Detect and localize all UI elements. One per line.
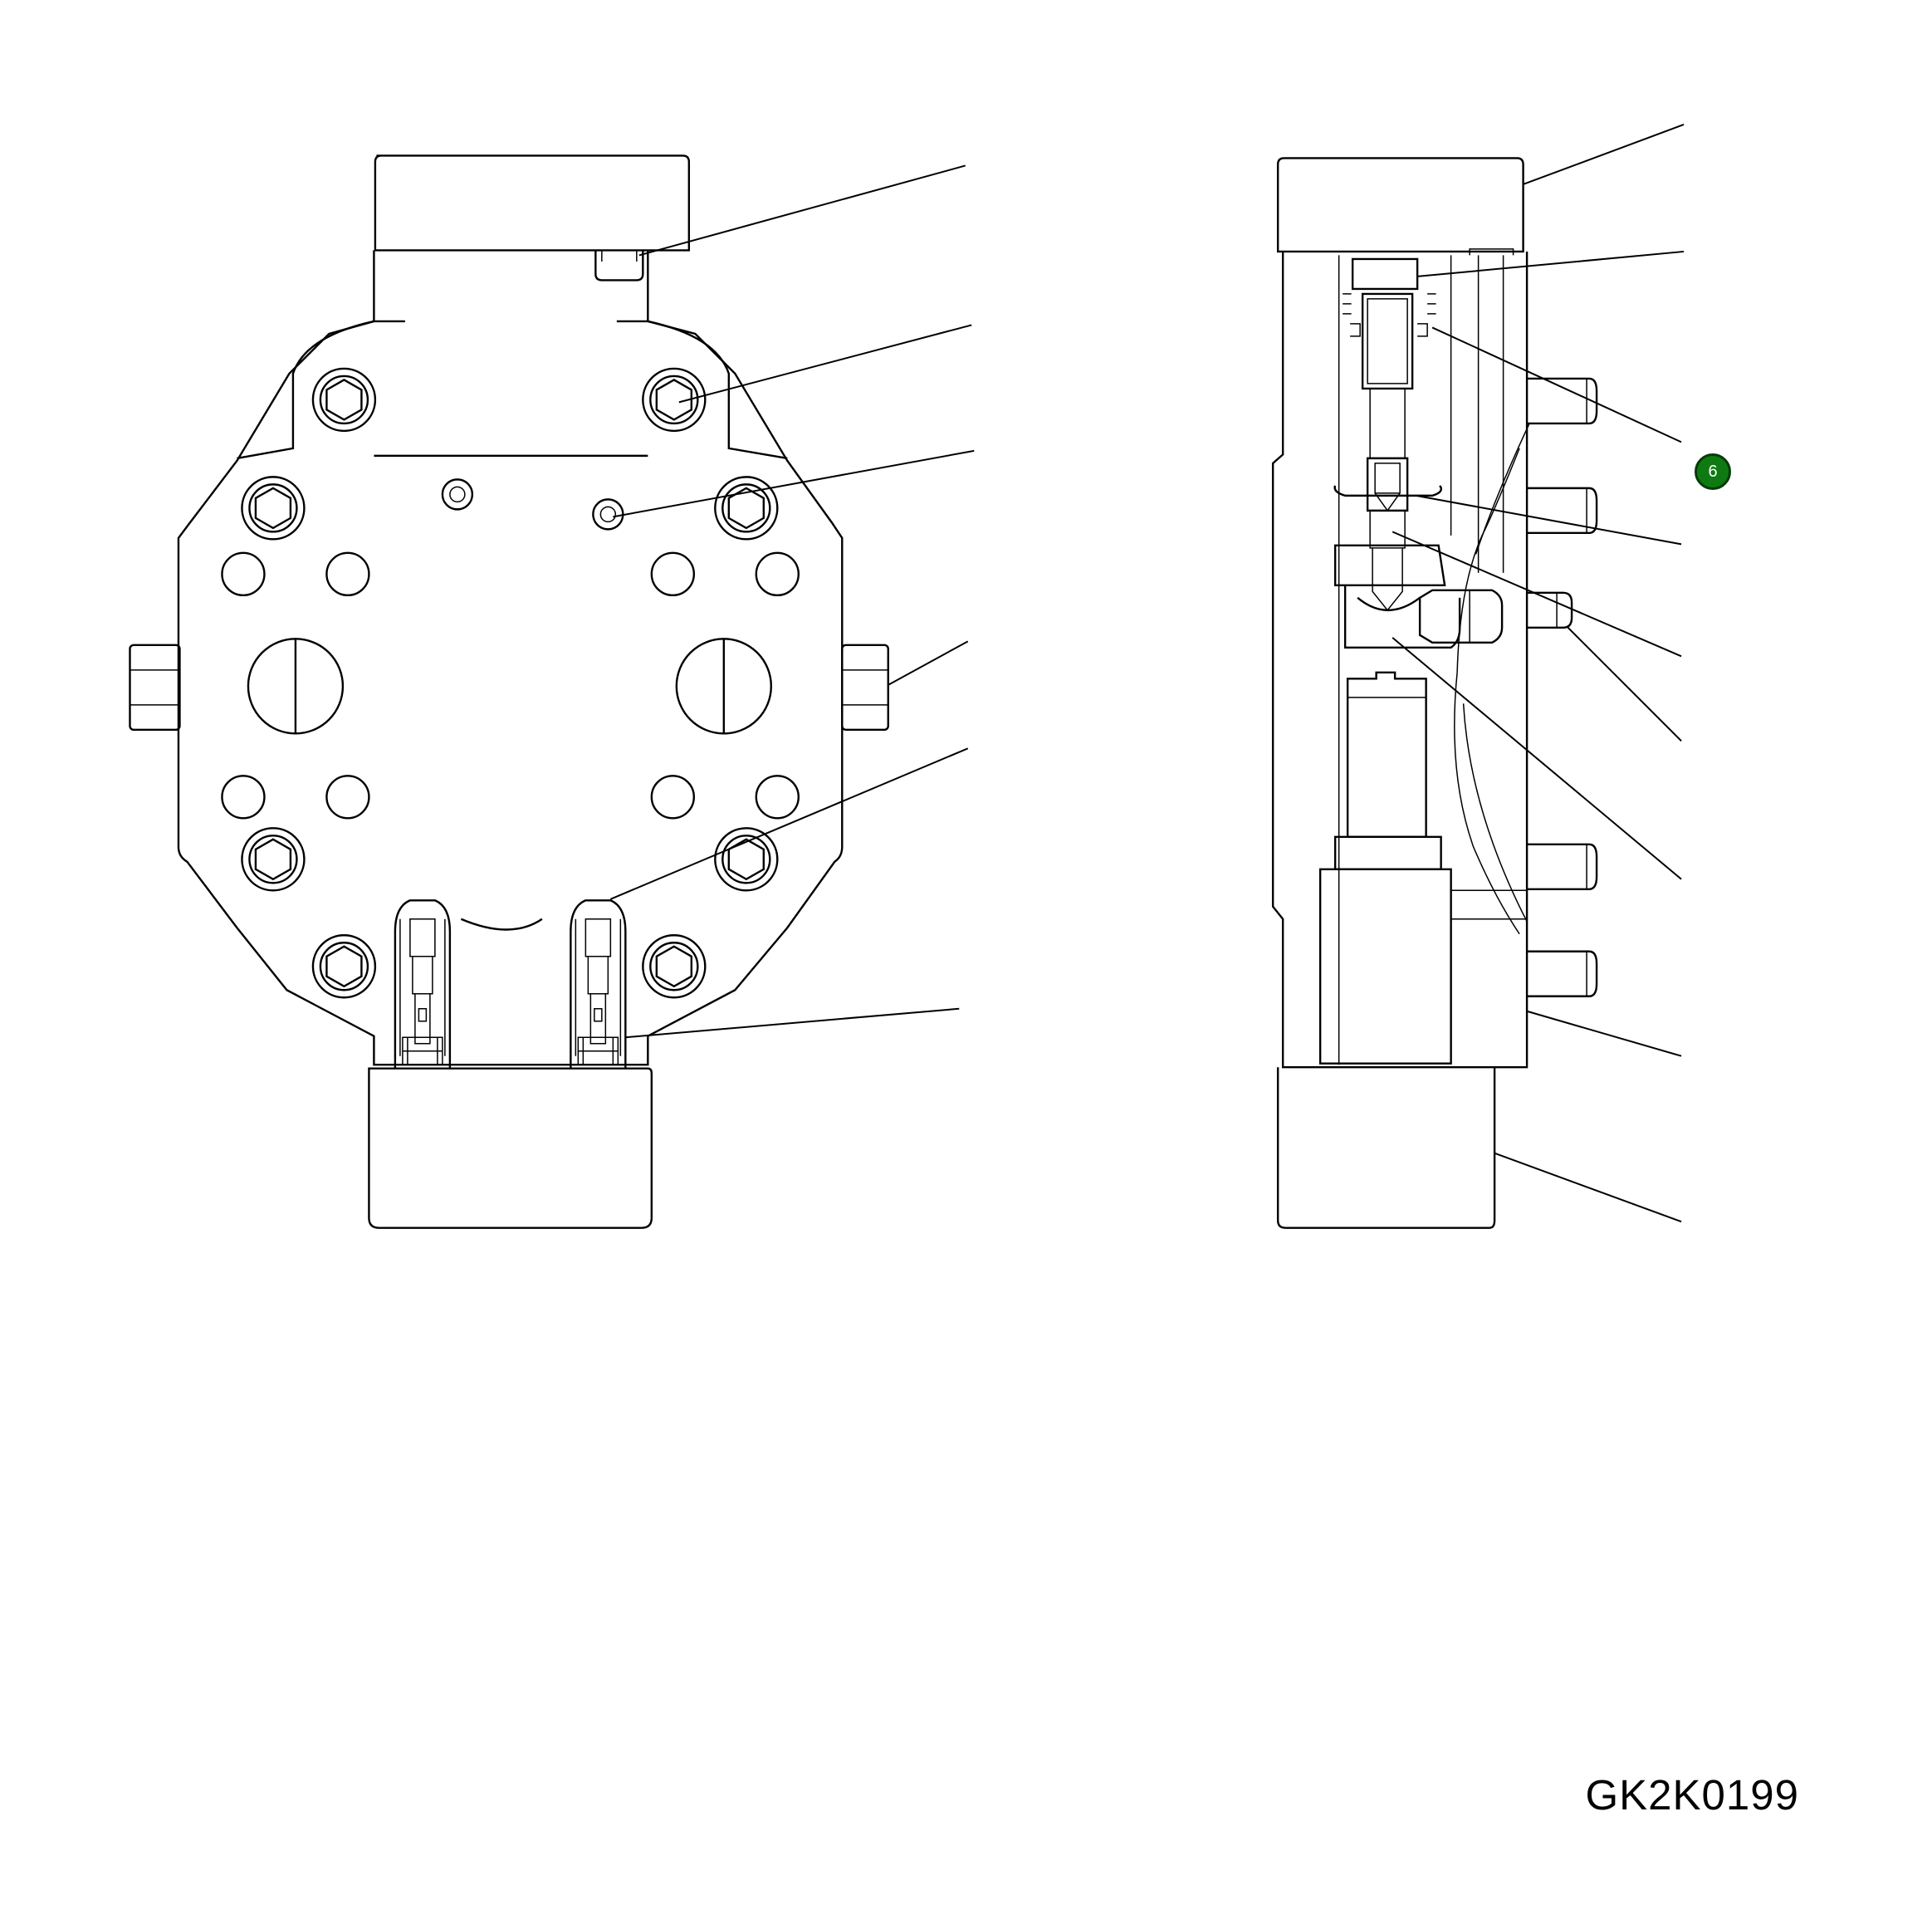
- leader-lines: [610, 125, 1684, 1222]
- callout-badge[interactable]: 6: [1695, 453, 1731, 490]
- front-view: [130, 155, 888, 1227]
- drawing-code: GK2K0199: [1585, 1771, 1799, 1819]
- side-section-view: [1273, 158, 1598, 1227]
